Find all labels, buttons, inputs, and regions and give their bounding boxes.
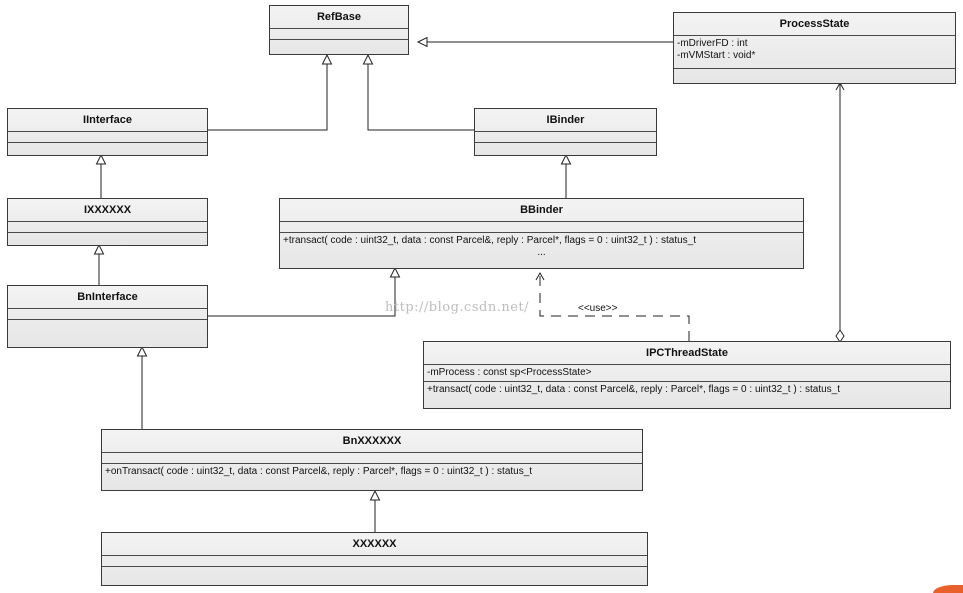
generalization-arrowhead: [95, 153, 107, 165]
attribute: -mVMStart : void*: [677, 50, 756, 61]
generalization-iinterface-refbase: [208, 62, 328, 131]
class-xxxxxx[interactable]: XXXXXX: [101, 532, 648, 586]
generalization-arrowhead: [136, 345, 148, 357]
operations-compartment: [475, 143, 656, 153]
operations-compartment: [8, 143, 207, 153]
class-iinterface[interactable]: IInterface: [7, 108, 208, 156]
generalization-bninterface-bbinder: [208, 276, 396, 317]
class-name: IXXXXXX: [8, 199, 207, 222]
operation: +onTransact( code : uint32_t, data : con…: [105, 466, 533, 477]
class-refbase[interactable]: RefBase: [269, 5, 409, 55]
operations-compartment: +transact( code : uint32_t, data : const…: [280, 233, 803, 261]
operations-compartment: +transact( code : uint32_t, data : const…: [424, 382, 950, 398]
generalization-arrowhead: [560, 153, 572, 165]
class-name: ProcessState: [674, 13, 955, 36]
class-name: IInterface: [8, 109, 207, 132]
operations-compartment: [270, 40, 408, 50]
generalization-arrowhead: [416, 36, 428, 48]
attribute: -mDriverFD : int: [677, 38, 748, 49]
operations-compartment: [674, 69, 955, 79]
class-name: IPCThreadState: [424, 342, 950, 365]
class-name: BnXXXXXX: [102, 430, 642, 453]
operations-compartment: [8, 320, 207, 330]
attributes-compartment: [280, 222, 803, 233]
operations-compartment: [8, 233, 207, 243]
attributes-compartment: -mDriverFD : int -mVMStart : void*: [674, 36, 955, 69]
dependency-arrowhead: [535, 271, 545, 281]
generalization-arrowhead: [369, 489, 381, 501]
class-name: XXXXXX: [102, 533, 647, 556]
use-stereotype-label: <<use>>: [576, 303, 620, 315]
class-name: IBinder: [475, 109, 656, 132]
generalization-arrowhead: [389, 266, 401, 278]
generalization-arrowhead: [362, 53, 374, 65]
attributes-compartment: [475, 132, 656, 143]
operation: +transact( code : uint32_t, data : const…: [427, 384, 840, 395]
attributes-compartment: [270, 29, 408, 40]
class-ibinder[interactable]: IBinder: [474, 108, 657, 156]
class-name: BnInterface: [8, 286, 207, 309]
class-ixxxxxx[interactable]: IXXXXXX: [7, 198, 208, 246]
class-name: RefBase: [270, 6, 408, 29]
operation: +transact( code : uint32_t, data : const…: [283, 235, 696, 246]
class-bninterface[interactable]: BnInterface: [7, 285, 208, 348]
attributes-compartment: [8, 132, 207, 143]
class-bnxxxxxx[interactable]: BnXXXXXX +onTransact( code : uint32_t, d…: [101, 429, 643, 491]
attributes-compartment: [102, 453, 642, 464]
attributes-compartment: [102, 556, 647, 567]
generalization-ibinder-refbase: [367, 62, 474, 131]
dependency-ipcthreadstate-bbinder: [539, 274, 690, 341]
operation: ...: [537, 247, 546, 258]
generalization-arrowhead: [93, 243, 105, 255]
attributes-compartment: [8, 222, 207, 233]
corner-logo-swoosh: [933, 585, 963, 593]
watermark-text: http://blog.csdn.net/: [385, 300, 529, 315]
operations-compartment: +onTransact( code : uint32_t, data : con…: [102, 464, 642, 480]
class-processstate[interactable]: ProcessState -mDriverFD : int -mVMStart …: [673, 12, 956, 84]
class-bbinder[interactable]: BBinder +transact( code : uint32_t, data…: [279, 198, 804, 269]
attributes-compartment: [8, 309, 207, 320]
class-ipcthreadstate[interactable]: IPCThreadState -mProcess : const sp<Proc…: [423, 341, 951, 409]
generalization-arrowhead: [321, 53, 333, 65]
attributes-compartment: -mProcess : const sp<ProcessState>: [424, 365, 950, 382]
class-name: BBinder: [280, 199, 803, 222]
operations-compartment: [102, 567, 647, 577]
attribute: -mProcess : const sp<ProcessState>: [427, 367, 592, 378]
